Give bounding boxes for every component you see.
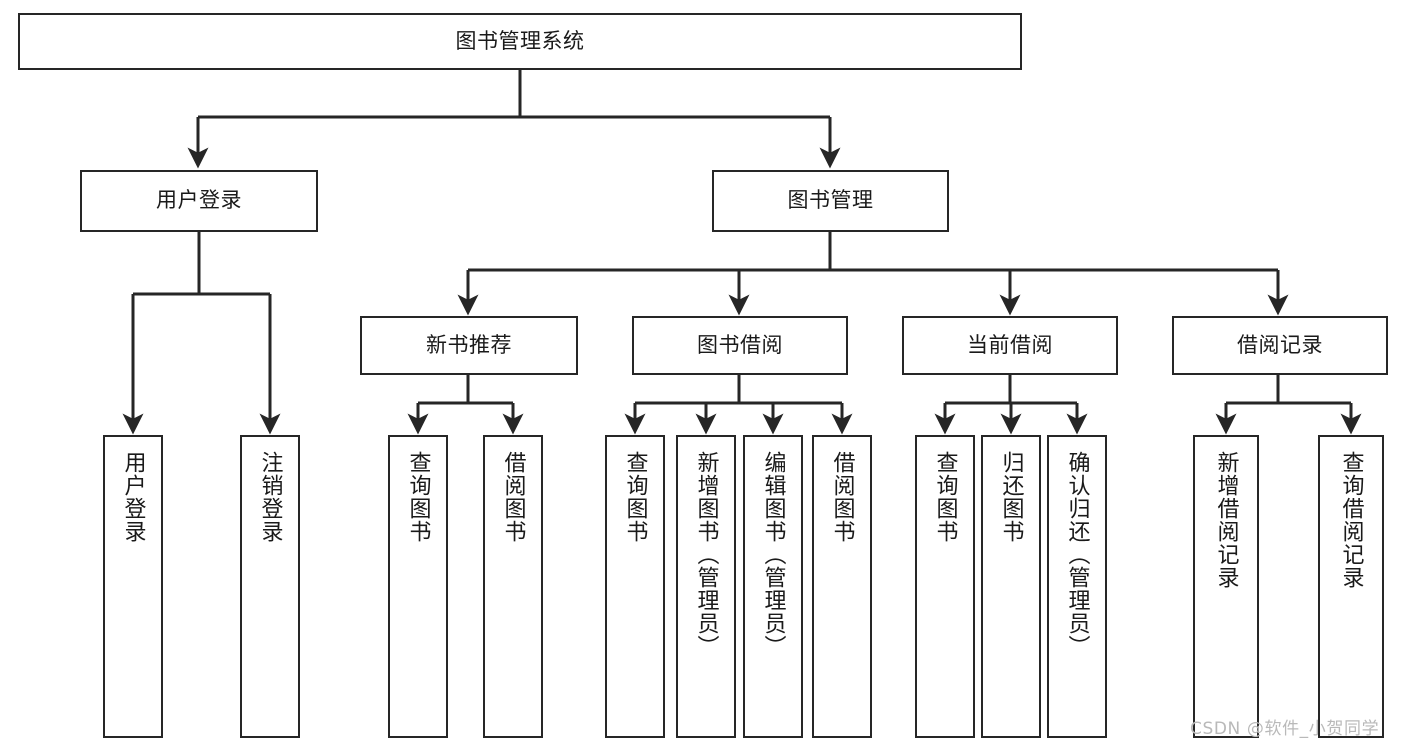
node-label: 借阅图书 [829, 451, 855, 543]
node-borrow-record[interactable]: 借阅记录 [1172, 316, 1388, 375]
leaf-user-login[interactable]: 用户登录 [103, 435, 163, 738]
node-label: 图书管理系统 [455, 28, 585, 53]
node-book-management[interactable]: 图书管理 [712, 170, 949, 232]
node-label: 编辑图书（管理员） [760, 451, 786, 658]
leaf-query-book-current[interactable]: 查询图书 [915, 435, 975, 738]
leaf-query-book-recommend[interactable]: 查询图书 [388, 435, 448, 738]
node-label: 归还图书 [998, 451, 1024, 543]
node-label: 新增图书（管理员） [693, 451, 719, 658]
node-book-borrow[interactable]: 图书借阅 [632, 316, 848, 375]
leaf-logout[interactable]: 注销登录 [240, 435, 300, 738]
node-label: 查询图书 [622, 451, 648, 543]
node-label: 用户登录 [156, 188, 242, 213]
leaf-query-borrow-record[interactable]: 查询借阅记录 [1318, 435, 1384, 738]
leaf-add-borrow-record[interactable]: 新增借阅记录 [1193, 435, 1259, 738]
csdn-watermark: CSDN @软件_小贺同学 [1190, 719, 1380, 739]
leaf-query-book-borrow[interactable]: 查询图书 [605, 435, 665, 738]
leaf-borrow-book-recommend[interactable]: 借阅图书 [483, 435, 543, 738]
node-label: 确认归还（管理员） [1064, 451, 1090, 658]
node-label: 图书管理 [787, 188, 874, 213]
node-user-login[interactable]: 用户登录 [80, 170, 318, 232]
node-current-borrow[interactable]: 当前借阅 [902, 316, 1118, 375]
node-label: 当前借阅 [967, 332, 1053, 357]
node-label: 借阅记录 [1237, 332, 1323, 357]
node-label: 注销登录 [257, 451, 283, 543]
node-label: 用户登录 [120, 451, 146, 543]
node-label: 借阅图书 [500, 451, 526, 543]
node-root-book-management-system[interactable]: 图书管理系统 [18, 13, 1022, 70]
node-label: 新增借阅记录 [1213, 451, 1239, 589]
leaf-add-book-admin[interactable]: 新增图书（管理员） [676, 435, 736, 738]
leaf-confirm-return-admin[interactable]: 确认归还（管理员） [1047, 435, 1107, 738]
leaf-borrow-book[interactable]: 借阅图书 [812, 435, 872, 738]
node-label: 新书推荐 [426, 332, 512, 357]
node-label: 查询借阅记录 [1338, 451, 1364, 589]
node-label: 查询图书 [932, 451, 958, 543]
leaf-return-book[interactable]: 归还图书 [981, 435, 1041, 738]
node-new-book-recommend[interactable]: 新书推荐 [360, 316, 578, 375]
node-label: 图书借阅 [697, 332, 783, 357]
leaf-edit-book-admin[interactable]: 编辑图书（管理员） [743, 435, 803, 738]
node-label: 查询图书 [405, 451, 431, 543]
